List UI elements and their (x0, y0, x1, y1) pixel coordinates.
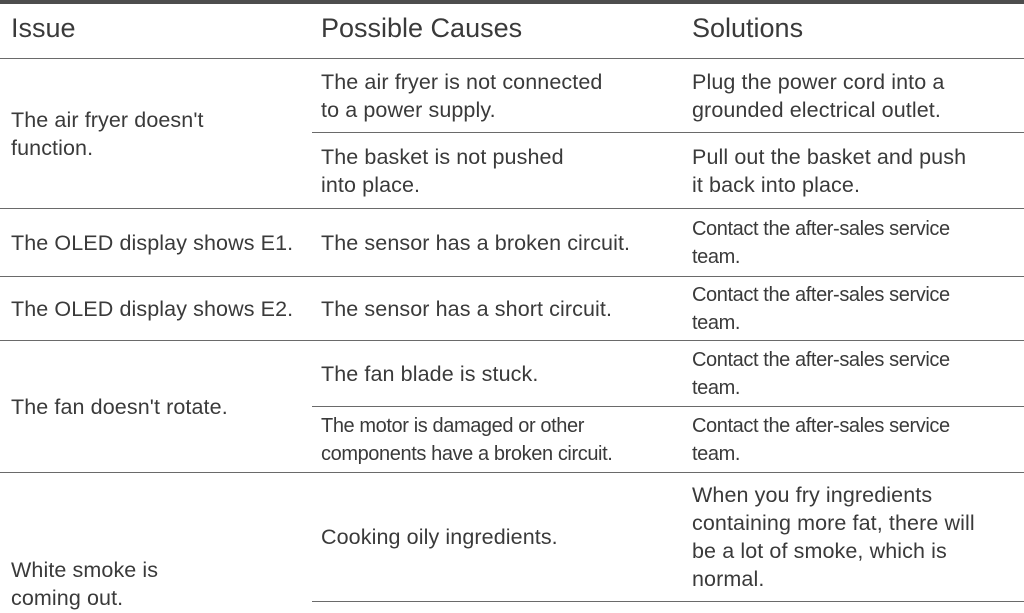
cause-cell: The sensor has a short circuit. (321, 296, 613, 321)
cause-cell: The air fryer is not connected to a powe… (321, 69, 603, 122)
table-top-rule (0, 0, 1024, 4)
sub-row-divider (312, 132, 1024, 133)
cause-cell: Cooking oily ingredients. (321, 525, 558, 549)
solution-cell: Contact the after-sales service team. (692, 283, 950, 334)
sub-row-divider (312, 406, 1024, 407)
header-solutions: Solutions (692, 13, 804, 43)
header-possible-causes: Possible Causes (321, 13, 523, 43)
issue-cell: The OLED display shows E2. (11, 296, 294, 321)
cause-cell: The sensor has a broken circuit. (321, 230, 631, 255)
row-divider (0, 472, 1024, 473)
issue-cell: The OLED display shows E1. (11, 230, 294, 255)
issue-cell: The fan doesn't rotate. (11, 394, 228, 419)
issue-cell: The air fryer doesn't function. (11, 107, 204, 160)
row-divider (0, 276, 1024, 277)
cause-cell: The fan blade is stuck. (321, 361, 539, 386)
solution-cell: Contact the after-sales service team. (692, 414, 950, 465)
solution-cell: Contact the after-sales service team. (692, 217, 950, 268)
solution-cell: Pull out the basket and push it back int… (692, 144, 967, 197)
issue-cell: White smoke is coming out. (11, 558, 159, 610)
solution-cell: Plug the power cord into a grounded elec… (692, 69, 945, 122)
sub-row-divider (312, 601, 1024, 602)
row-divider (0, 340, 1024, 341)
cause-cell: The motor is damaged or other components… (321, 414, 613, 465)
cause-cell: The basket is not pushed into place. (321, 144, 564, 197)
header-issue: Issue (11, 13, 76, 43)
solution-cell: Contact the after-sales service team. (692, 348, 950, 399)
solution-cell: When you fry ingredients containing more… (692, 483, 975, 591)
row-divider (0, 58, 1024, 59)
row-divider (0, 208, 1024, 209)
